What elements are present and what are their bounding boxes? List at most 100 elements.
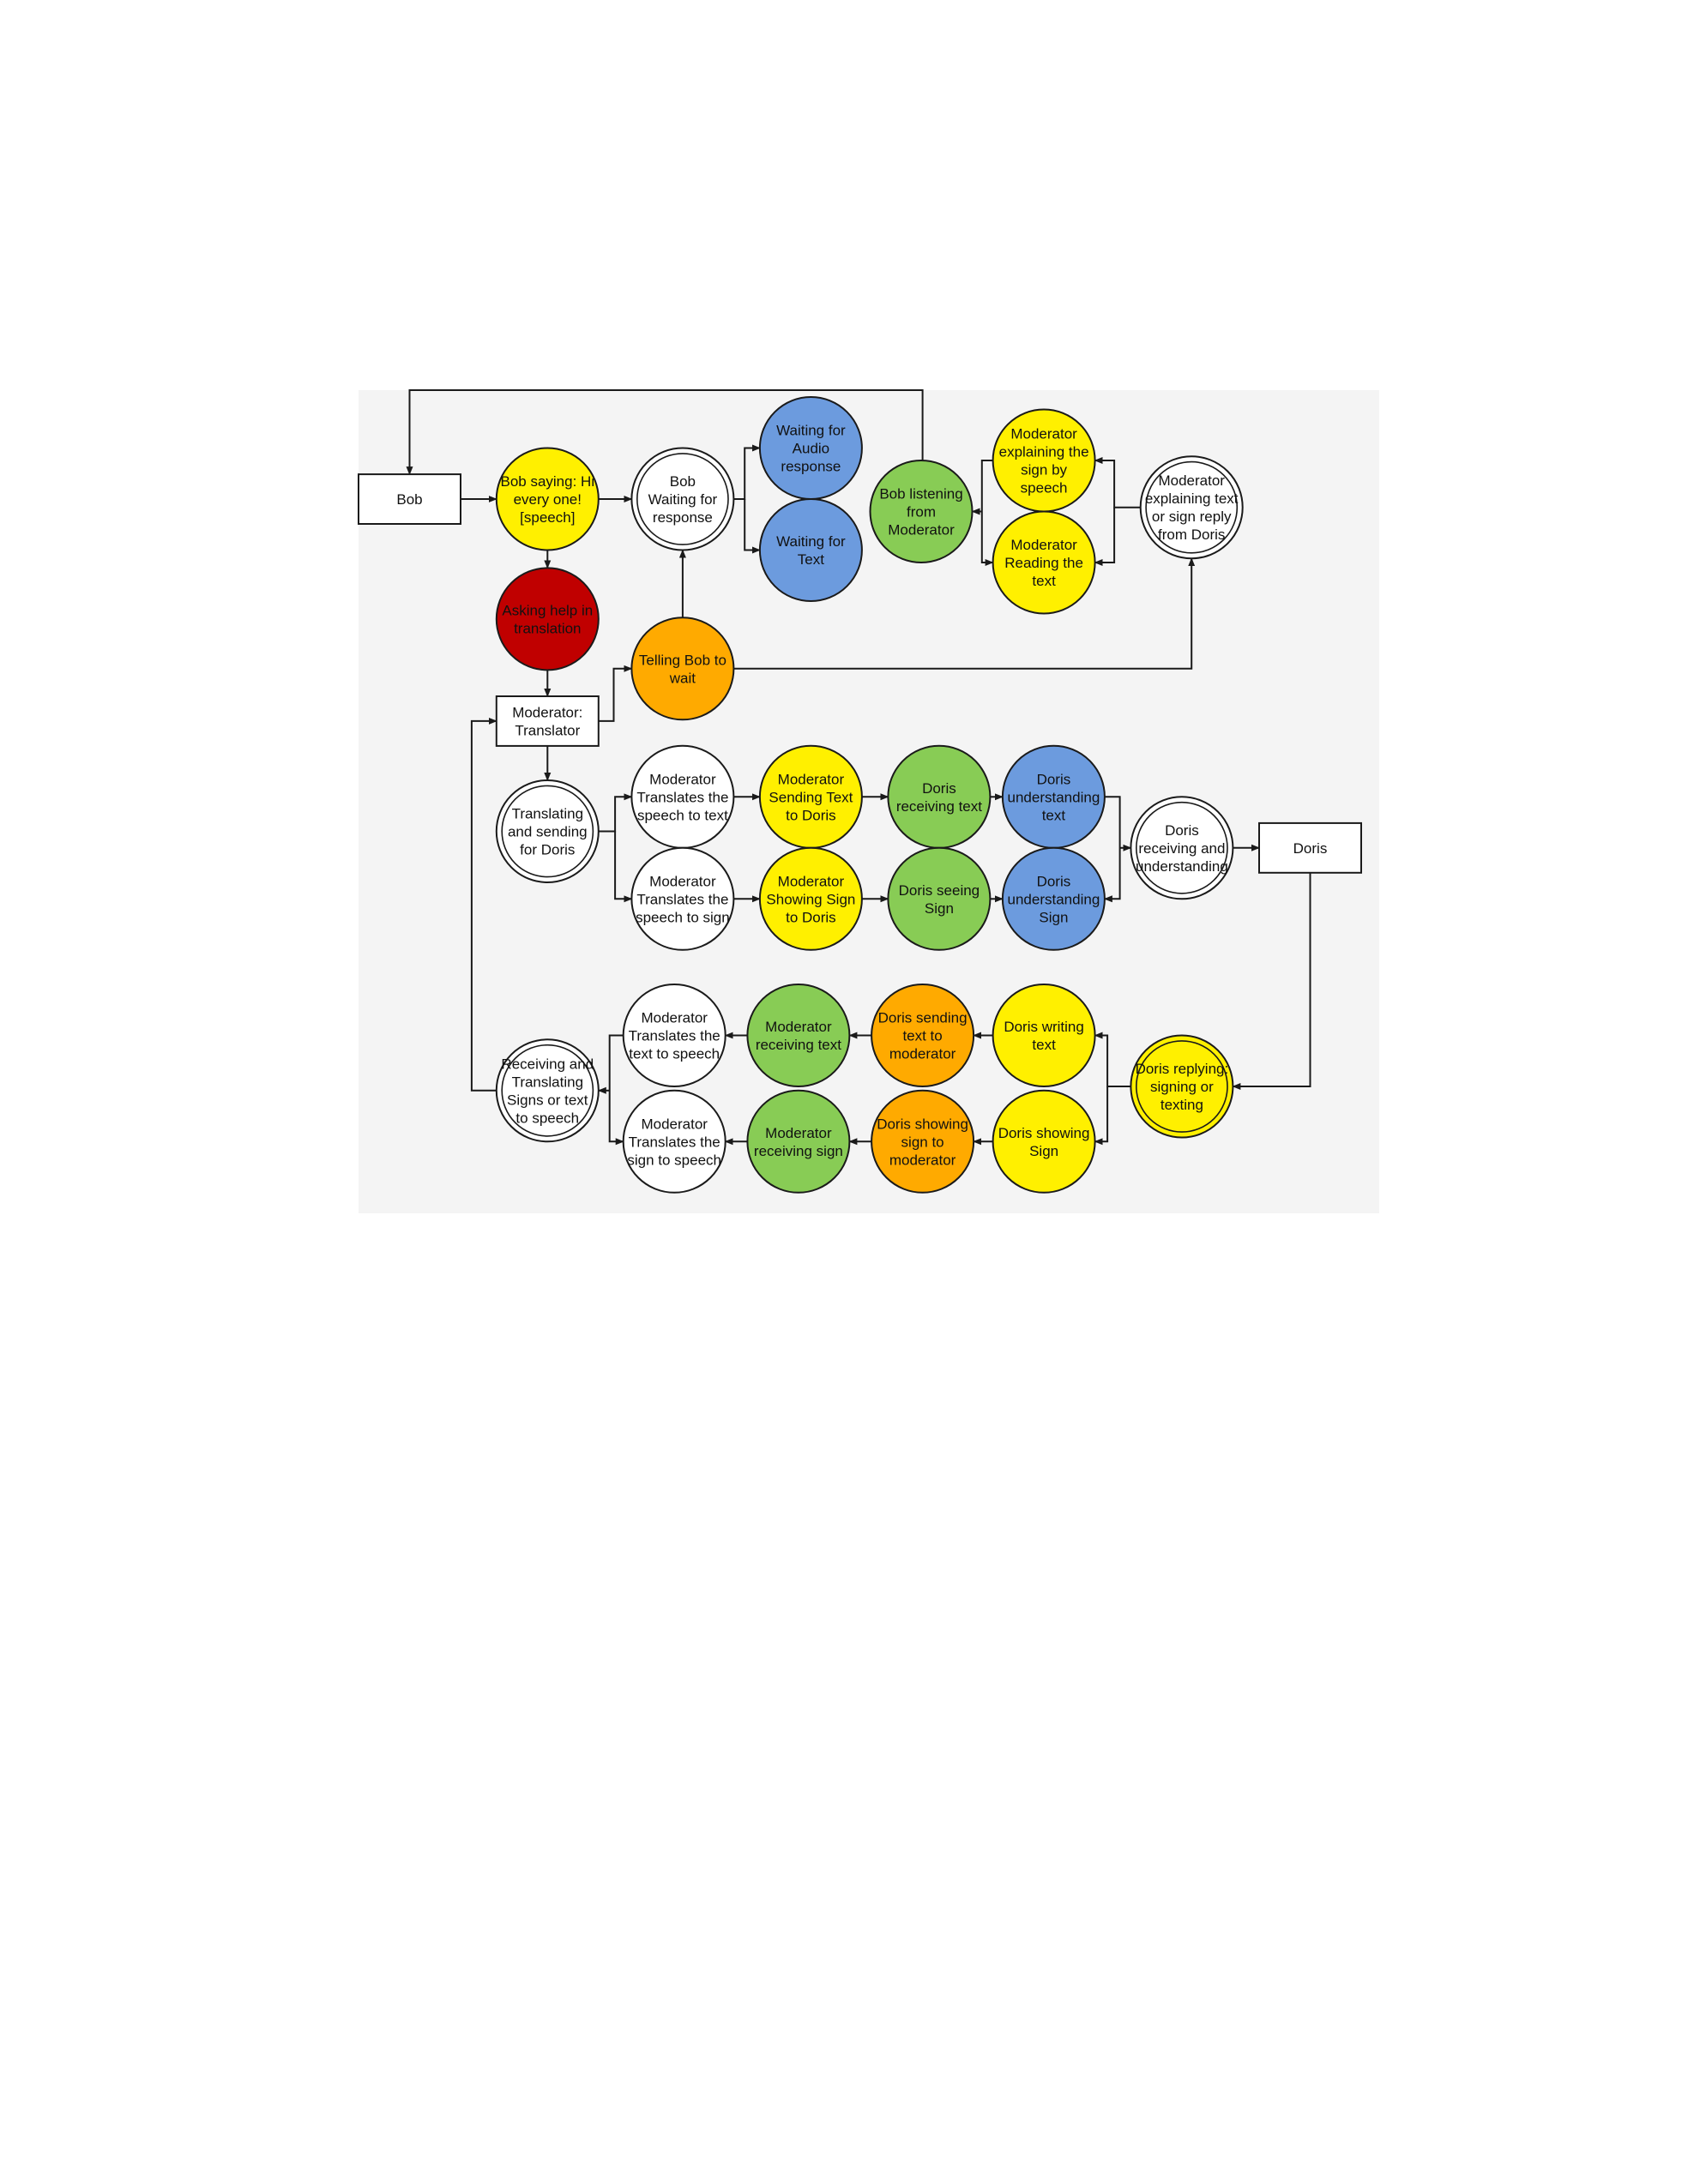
node-label-line: Receiving and <box>501 1056 594 1072</box>
node-mod-recv-sign: Moderator receiving sign <box>746 1089 851 1194</box>
node-inner-ring <box>501 1044 594 1137</box>
node-label-line: to speech <box>515 1110 579 1126</box>
node-label-line: text <box>1042 807 1066 823</box>
node-label-line: Moderator <box>888 522 955 538</box>
node-label-line: understanding <box>1008 891 1100 907</box>
node-circle <box>630 846 735 951</box>
node-circle <box>495 567 600 671</box>
node-label-line: Doris seeing <box>899 882 980 899</box>
node-label-line: Translating <box>512 806 583 822</box>
node-label-line: Text <box>798 551 824 568</box>
node-label-line: Telling Bob to <box>639 652 726 668</box>
node-label-line: Sign <box>1039 909 1068 925</box>
node-label-line: every one! <box>514 491 582 508</box>
node-circle <box>495 779 600 883</box>
node-label-line: Doris <box>1037 771 1071 787</box>
node-label-line: moderator <box>889 1152 956 1168</box>
node-label-line: receiving text <box>756 1037 841 1053</box>
node-label-line: wait <box>669 670 696 686</box>
node-label-line: Doris <box>1165 822 1199 839</box>
node-label-line: from Doris <box>1158 526 1225 543</box>
node-box <box>1258 821 1362 874</box>
node-circle <box>869 460 974 563</box>
connector-arrow-29 <box>1094 1086 1109 1146</box>
node-label-line: and sending <box>508 824 588 840</box>
node-label-line: signing or <box>1150 1079 1214 1095</box>
node-label-line: Bob saying: Hi <box>500 473 594 490</box>
node-label-line: to Doris <box>786 909 836 925</box>
node-label-line: response <box>653 509 713 526</box>
node-label-line: sign by <box>1021 462 1067 478</box>
node-label-line: explaining the <box>999 444 1089 460</box>
node-circle <box>992 510 1096 615</box>
node-label-line: Sign <box>1029 1143 1058 1159</box>
node-label-line: receiving text <box>896 798 982 815</box>
node-label-line: moderator <box>889 1046 956 1062</box>
node-label-line: Doris writing <box>1004 1019 1084 1035</box>
node-label-line: Bob <box>396 491 422 508</box>
node-inner-ring <box>1136 801 1228 894</box>
node-label-line: Translates the <box>629 1028 720 1044</box>
node-circle <box>887 744 992 849</box>
node-label-line: Reading the <box>1004 555 1083 571</box>
node-label-line: Moderator <box>765 1125 832 1141</box>
node-circle <box>758 498 863 602</box>
node-circle <box>746 984 851 1087</box>
connector-arrow-12 <box>598 665 633 722</box>
connector-arrow-10 <box>1094 507 1116 566</box>
node-label-line: Doris showing <box>998 1125 1090 1141</box>
node-label-line: Bob <box>670 473 696 490</box>
node-label-line: Moderator <box>649 873 716 889</box>
connector-arrow-5 <box>733 444 761 500</box>
node-label-line: Translates the <box>636 891 728 907</box>
node-label-line: Sending Text <box>769 789 853 805</box>
connector-lines <box>406 389 1311 1146</box>
node-label-line: Waiting for <box>648 491 718 508</box>
node-label-line: or sign reply <box>1152 508 1232 525</box>
node-label-line: text <box>1032 573 1056 589</box>
connector-arrow-14 <box>733 557 1196 670</box>
node-label-line: speech <box>1021 480 1068 496</box>
node-box <box>358 473 461 525</box>
node-circle <box>871 984 975 1087</box>
node-circle <box>871 1089 975 1194</box>
node-circle <box>1139 455 1244 560</box>
node-inner-ring <box>501 785 594 878</box>
node-label-line: texting <box>1160 1097 1203 1113</box>
node-circle <box>495 1038 600 1143</box>
node-label-line: Waiting for <box>776 533 846 550</box>
connector-arrow-1 <box>406 389 924 476</box>
connector-arrow-9 <box>1094 457 1141 508</box>
connector-arrow-36 <box>608 1034 624 1146</box>
node-label-line: Asking help in <box>502 602 593 618</box>
node-label-line: Moderator: <box>512 704 582 720</box>
node-label-line: text <box>1032 1037 1056 1053</box>
connector-arrow-38 <box>470 717 497 1092</box>
node-inner-ring <box>636 453 729 545</box>
connector-arrow-17 <box>614 831 633 903</box>
node-label-line: Moderator <box>1010 537 1077 553</box>
connector-arrow-6 <box>744 499 761 554</box>
node-label-line: sign to <box>901 1134 944 1150</box>
node-circle <box>1001 846 1106 951</box>
node-label-line: receiving and <box>1138 840 1225 857</box>
node-label-line: receiving sign <box>754 1143 843 1159</box>
node-label-line: to Doris <box>786 807 836 823</box>
node-label-line: Showing Sign <box>766 891 855 907</box>
